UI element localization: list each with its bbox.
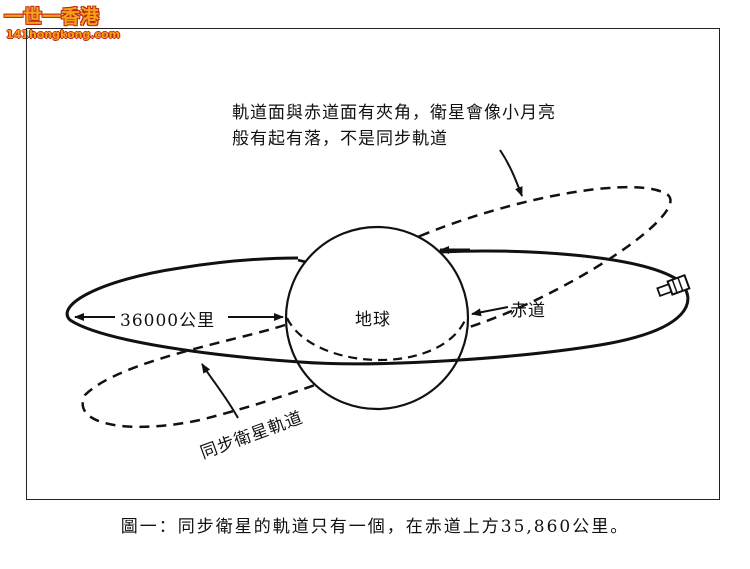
figure-caption: 圖一：同步衛星的軌道只有一個，在赤道上方35,860公里。 (120, 517, 630, 537)
sync-orbit-solid (65, 249, 690, 366)
inclined-orbit-dashed-front (81, 323, 461, 429)
equator-dashed (286, 317, 468, 362)
inclined-orbit-note-line1: 軌道面與赤道面有夾角，衛星會像小月亮 (232, 103, 556, 123)
watermark-url: 141hongkong.com (6, 28, 121, 41)
distance-label: 36000公里 (120, 306, 216, 331)
equator-pointer (471, 306, 509, 317)
inclined-orbit-note-line2: 般有起有落，不是同步軌道 (232, 129, 448, 149)
earth-label: 地球 (355, 310, 391, 330)
equator-label: 赤道 (510, 301, 546, 321)
figure-frame (26, 28, 720, 500)
inclined-orbit-dashed (419, 186, 672, 332)
site-watermark-logo: 一世一香港 141hongkong.com (2, 2, 122, 46)
sync-label-pointer (201, 363, 239, 419)
satellite-icon (656, 273, 691, 298)
note-pointer (499, 149, 523, 197)
watermark-chinese: 一世一香港 (4, 6, 100, 28)
